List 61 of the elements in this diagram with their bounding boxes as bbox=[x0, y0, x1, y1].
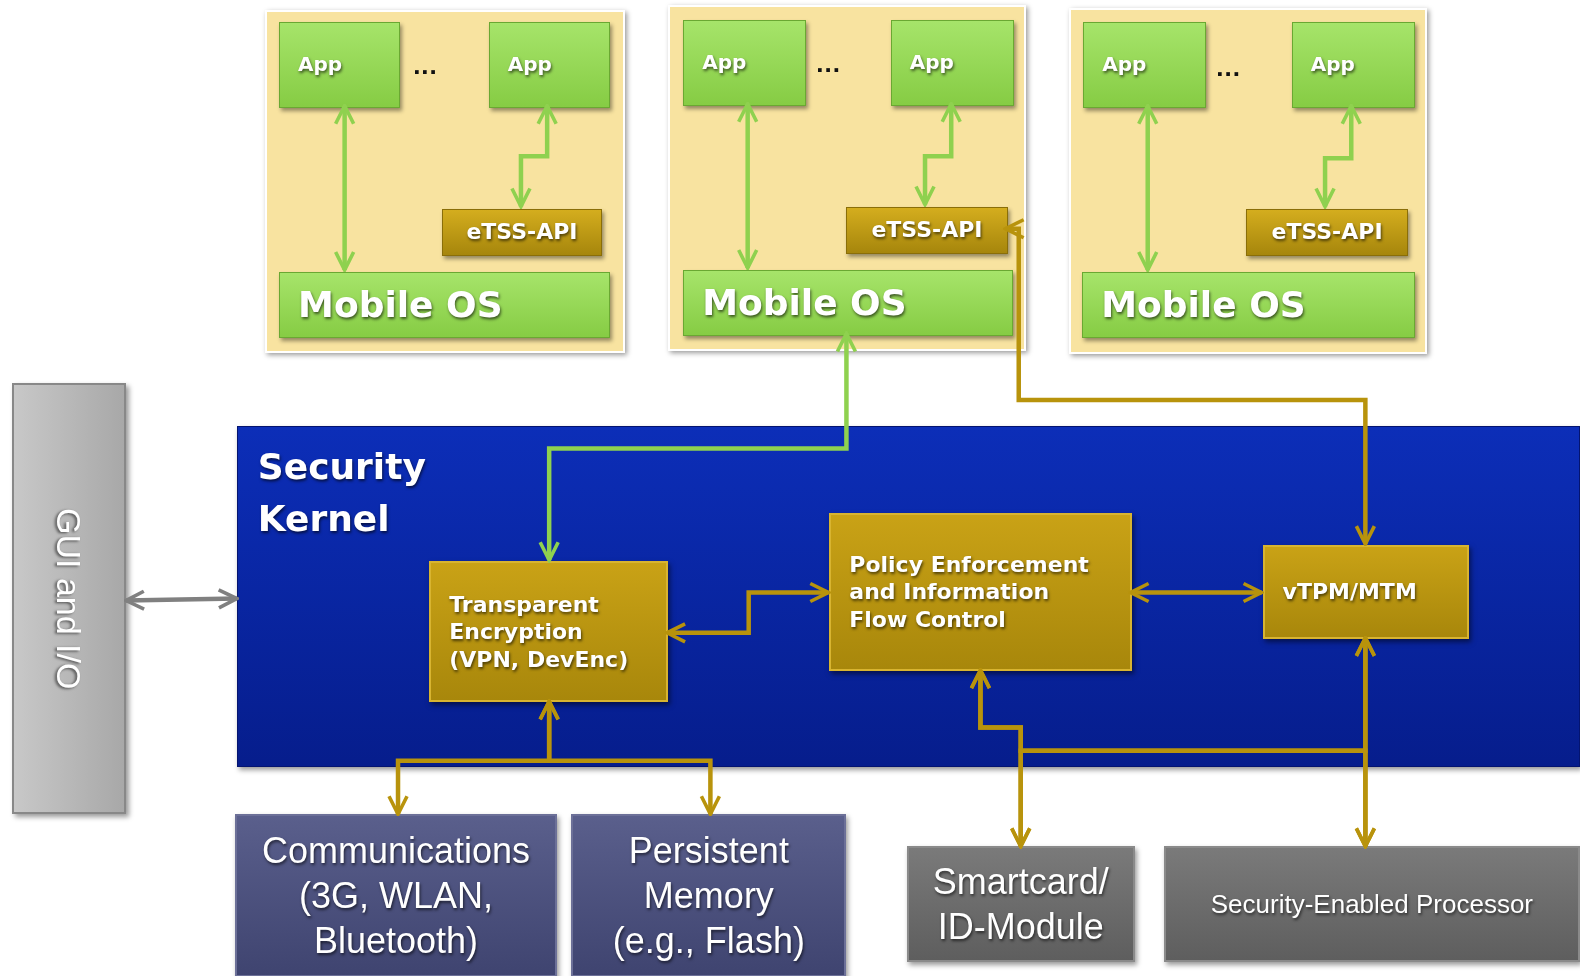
box-label: Security-Enabled Processor bbox=[1210, 888, 1534, 921]
ellipsis: ... bbox=[816, 48, 841, 80]
arrow bbox=[1128, 581, 1264, 604]
arrow bbox=[124, 588, 239, 612]
hardware-box bbox=[234, 814, 558, 976]
kernel-title: Security Kernel bbox=[257, 445, 427, 542]
component-box bbox=[429, 561, 669, 703]
box-label: App bbox=[1102, 52, 1147, 78]
hardware-box bbox=[906, 846, 1135, 963]
box-label: Mobile OS bbox=[702, 281, 907, 326]
box-label: Communications (3G, WLAN, Bluetooth) bbox=[261, 829, 531, 964]
box-label: App bbox=[909, 50, 954, 76]
api-box bbox=[1246, 208, 1408, 256]
arrow bbox=[510, 104, 558, 209]
app-box bbox=[279, 22, 400, 108]
os-box bbox=[1082, 272, 1415, 338]
box-label: eTSS-API bbox=[871, 216, 983, 244]
box-label: App bbox=[298, 52, 343, 78]
hardware-box bbox=[571, 814, 847, 976]
api-box bbox=[442, 208, 602, 256]
arrow bbox=[736, 102, 759, 270]
api-box bbox=[846, 206, 1008, 254]
app-box bbox=[683, 20, 807, 106]
arrow bbox=[538, 331, 858, 563]
arrow bbox=[1354, 636, 1377, 849]
hardware-box bbox=[1163, 846, 1580, 963]
vm-panel bbox=[668, 5, 1026, 351]
box-label: GUI and I/O bbox=[49, 507, 90, 690]
component-box bbox=[829, 512, 1132, 672]
os-box bbox=[279, 272, 610, 338]
arrow bbox=[1003, 217, 1377, 546]
box-label: App bbox=[507, 52, 552, 78]
box-label: Transparent Encryption (VPN, DevEnc) bbox=[449, 590, 630, 674]
os-box bbox=[683, 270, 1013, 336]
app-box bbox=[890, 20, 1014, 106]
ellipsis: ... bbox=[413, 50, 438, 82]
security-kernel-band bbox=[236, 426, 1580, 767]
box-label: vTPM/MTM bbox=[1282, 578, 1417, 606]
box-label: eTSS-API bbox=[466, 218, 578, 246]
box-label: Smartcard/ ID-Module bbox=[931, 860, 1110, 950]
arrow bbox=[538, 699, 722, 816]
component-box bbox=[1262, 545, 1470, 639]
box-label: Persistent Memory (e.g., Flash) bbox=[611, 829, 806, 964]
app-box bbox=[488, 22, 610, 108]
box-label: App bbox=[1310, 52, 1355, 78]
vm-panel bbox=[1069, 8, 1427, 354]
arrow bbox=[333, 104, 356, 272]
box-label: Policy Enforcement and Information Flow Control bbox=[849, 550, 1090, 634]
arrow bbox=[914, 102, 962, 207]
app-box bbox=[1291, 22, 1415, 108]
ellipsis: ... bbox=[1216, 52, 1241, 84]
vm-panel bbox=[265, 10, 625, 353]
arrow bbox=[1136, 104, 1159, 272]
box-label: Mobile OS bbox=[298, 283, 503, 328]
box-label: eTSS-API bbox=[1271, 218, 1383, 246]
box-label: App bbox=[702, 50, 747, 76]
box-label: Mobile OS bbox=[1101, 283, 1306, 328]
gui-io-box bbox=[12, 382, 126, 815]
app-box bbox=[1083, 22, 1207, 108]
arrow bbox=[665, 581, 831, 644]
arrow bbox=[1314, 104, 1363, 209]
